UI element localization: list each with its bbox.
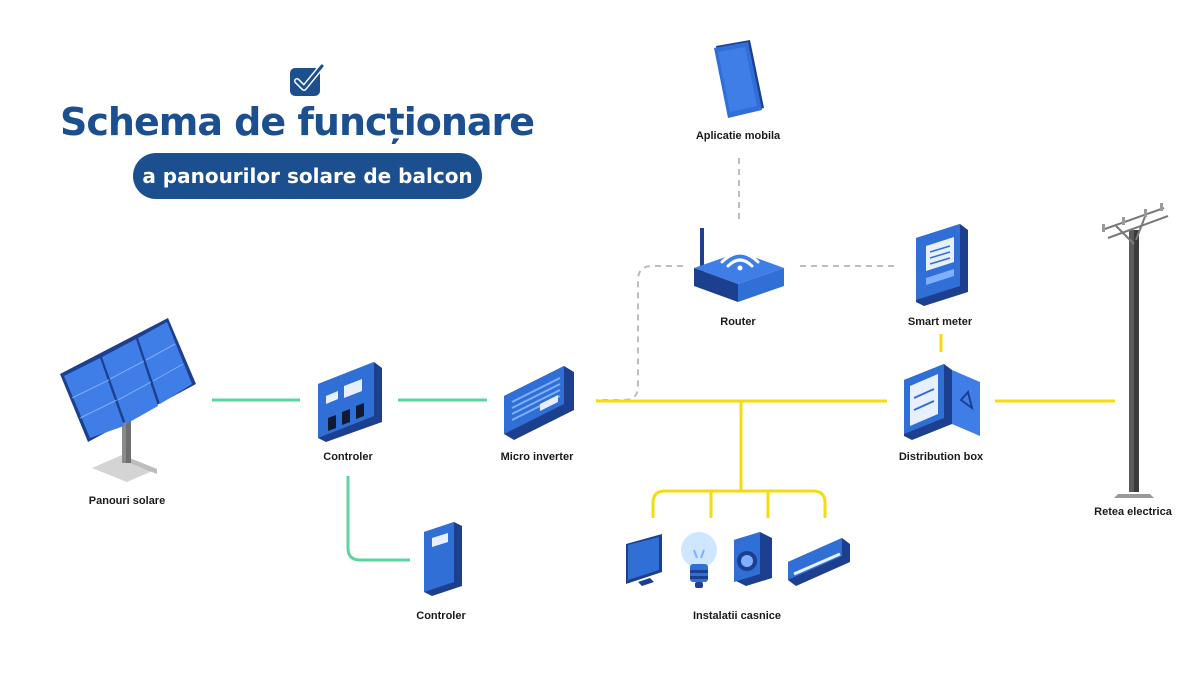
data-lines	[596, 158, 895, 401]
air-conditioner-icon	[788, 538, 850, 586]
diagram-subtitle: a panourilor solare de balcon	[133, 153, 482, 199]
label-appliances: Instalatii casnice	[692, 610, 782, 622]
battery-icon	[424, 522, 462, 596]
power-pole-icon	[1101, 203, 1169, 498]
checkmark-badge-icon	[290, 63, 325, 96]
ac-lines	[596, 334, 1115, 518]
label-grid: Retea electrica	[1094, 506, 1172, 518]
tv-icon	[626, 534, 662, 586]
dc-lines	[212, 398, 487, 562]
smart-meter-icon	[916, 224, 968, 306]
label-distribution-box: Distribution box	[898, 451, 984, 463]
label-smart-meter: Smart meter	[907, 316, 973, 328]
label-micro-inverter: Micro inverter	[500, 451, 574, 463]
solar-panel-icon	[60, 318, 196, 482]
wifi-router-icon	[694, 228, 784, 302]
router-inverter-line	[596, 265, 683, 401]
micro-inverter-icon	[504, 366, 574, 440]
controller-battery-line	[346, 476, 410, 562]
smartphone-icon	[714, 40, 764, 118]
appliance-bus-line	[651, 489, 827, 518]
distribution-box-icon	[904, 364, 980, 440]
washing-machine-icon	[734, 532, 772, 586]
label-router: Router	[720, 316, 756, 328]
label-controller-2: Controler	[416, 610, 466, 622]
charge-controller-icon	[318, 362, 382, 442]
label-controller: Controler	[323, 451, 373, 463]
light-bulb-icon	[681, 532, 717, 588]
label-mobile-app: Aplicatie mobila	[695, 130, 781, 142]
diagram-title: Schema de funcționare	[60, 100, 535, 144]
label-solar-panels: Panouri solare	[88, 495, 166, 507]
